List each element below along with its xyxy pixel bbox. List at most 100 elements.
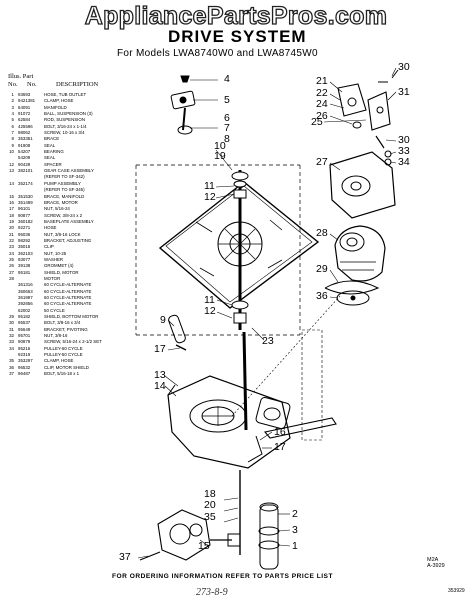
bracket-group — [337, 69, 399, 166]
callout-12-upper: 12 — [204, 191, 216, 203]
motor-assembly — [324, 151, 396, 306]
part-item-number: 8 — [11, 136, 14, 142]
callout-4: 4 — [224, 73, 230, 85]
callout-10: 10 — [214, 140, 226, 152]
part-description: BASEPLATE ASSEMBLY — [44, 218, 94, 224]
part-number: 90429 — [18, 161, 31, 167]
callout-26: 26 — [316, 110, 328, 122]
part-number: 95649 — [18, 326, 31, 332]
part-item-number: 32 — [9, 333, 14, 339]
part-description: CLAMP, HOSE — [44, 98, 74, 104]
part-description: HOSE, TUB OUTLET — [44, 92, 87, 97]
figure-code: M2A A-3929 — [427, 557, 445, 569]
part-item-number: 25 — [9, 256, 14, 262]
part-item-number: 9 — [11, 142, 14, 148]
callout-3: 3 — [292, 524, 298, 536]
part-item-number: 34 — [9, 345, 14, 351]
part-item-number: 36 — [9, 364, 14, 370]
part-description: BOLT, 3/16-24 x 1-1/4 — [44, 123, 87, 129]
parts-list-row: 36 96532 CLIP, MOTOR SHIELD — [2, 365, 162, 371]
part-description: CLIP, MOTOR SHIELD — [44, 364, 89, 370]
part-number: 9421381 — [18, 98, 36, 104]
part-number: 95181 — [18, 269, 31, 275]
part-description: BOLT, 5/16-18 x 1 — [44, 371, 80, 377]
part-description: 60 CYCLE-ALTERNATE — [44, 295, 92, 300]
part-item-number: 1 — [11, 92, 14, 97]
callout-14: 14 — [154, 380, 166, 392]
callout-24: 24 — [316, 98, 328, 110]
part-description: PULLEY-50 CYCLE — [44, 352, 83, 358]
part-description: 50 CYCLE — [44, 307, 65, 313]
part-description: WASHER — [44, 256, 64, 262]
part-number: 360663 — [18, 288, 33, 294]
figure-code-line1: M2A — [427, 557, 439, 563]
list-header-line1: Illus. Part — [8, 73, 34, 80]
part-number: 90879 — [18, 339, 31, 345]
part-item-number: 28 — [9, 275, 14, 281]
handwritten-note: 273-8-9 — [196, 587, 228, 598]
part-item-number: 23 — [9, 244, 14, 250]
part-number: 93077 — [18, 256, 31, 262]
part-item-number: 29 — [9, 314, 14, 320]
callout-30-lower: 30 — [398, 134, 410, 146]
callout-31: 31 — [398, 86, 410, 98]
part-item-number: 27 — [9, 269, 14, 275]
part-number: 96101 — [18, 206, 31, 212]
part-item-number: 6 — [11, 123, 14, 129]
part-item-number: 17 — [9, 206, 14, 212]
callout-8: 8 — [224, 133, 230, 145]
part-description: BRACE — [44, 136, 60, 142]
part-number: 92271 — [18, 225, 31, 231]
part-item-number: 10 — [9, 149, 14, 155]
part-description: CLIP — [44, 244, 54, 250]
part-description: NUT, 3/8-16 LOCK — [44, 231, 81, 237]
part-item-number: 4 — [11, 111, 14, 117]
parts-list-row: (REFER TO SF-342) — [2, 174, 162, 180]
callout-18: 18 — [204, 488, 216, 500]
parts-list-row: (REFER TO SF-345) — [2, 187, 162, 193]
part-description: (REFER TO SF-342) — [44, 174, 85, 180]
part-number: 95537 — [18, 320, 31, 326]
part-description: GROMMET (4) — [44, 263, 74, 269]
part-description: SEAL — [44, 142, 56, 148]
part-number: 35015 — [18, 244, 31, 250]
figure-code-line2: A-3929 — [427, 563, 445, 569]
part-number: 64091 — [18, 104, 31, 110]
part-number: 360182 — [18, 218, 33, 224]
part-item-number: 2 — [11, 98, 14, 104]
part-item-number: 22 — [9, 237, 14, 243]
callout-22: 22 — [316, 87, 328, 99]
callout-12-lower: 12 — [204, 305, 216, 317]
part-number: 96532 — [18, 364, 31, 370]
part-item-number: 37 — [9, 371, 14, 377]
part-number: 98062 — [18, 130, 31, 136]
callout-15: 15 — [198, 540, 210, 552]
page-title: DRIVE SYSTEM — [168, 27, 307, 46]
part-number: 62584 — [18, 117, 31, 123]
drive-shaft — [231, 170, 249, 431]
part-description: SCREW, 3/8-24 x 2 — [44, 212, 83, 218]
part-number: 425596 — [18, 123, 33, 129]
part-item-number: 3 — [11, 104, 14, 110]
parts-list-row: 2 9421381 CLAMP, HOSE — [2, 98, 162, 104]
part-description: SHIELD, BOTTOM MOTOR — [44, 314, 99, 320]
part-item-number: 5 — [11, 117, 14, 123]
part-item-number: 13 — [9, 168, 14, 174]
part-item-number: 19 — [9, 218, 14, 224]
part-description: BEARING — [44, 149, 64, 155]
part-description: BRACE, MOTOR — [44, 199, 78, 205]
